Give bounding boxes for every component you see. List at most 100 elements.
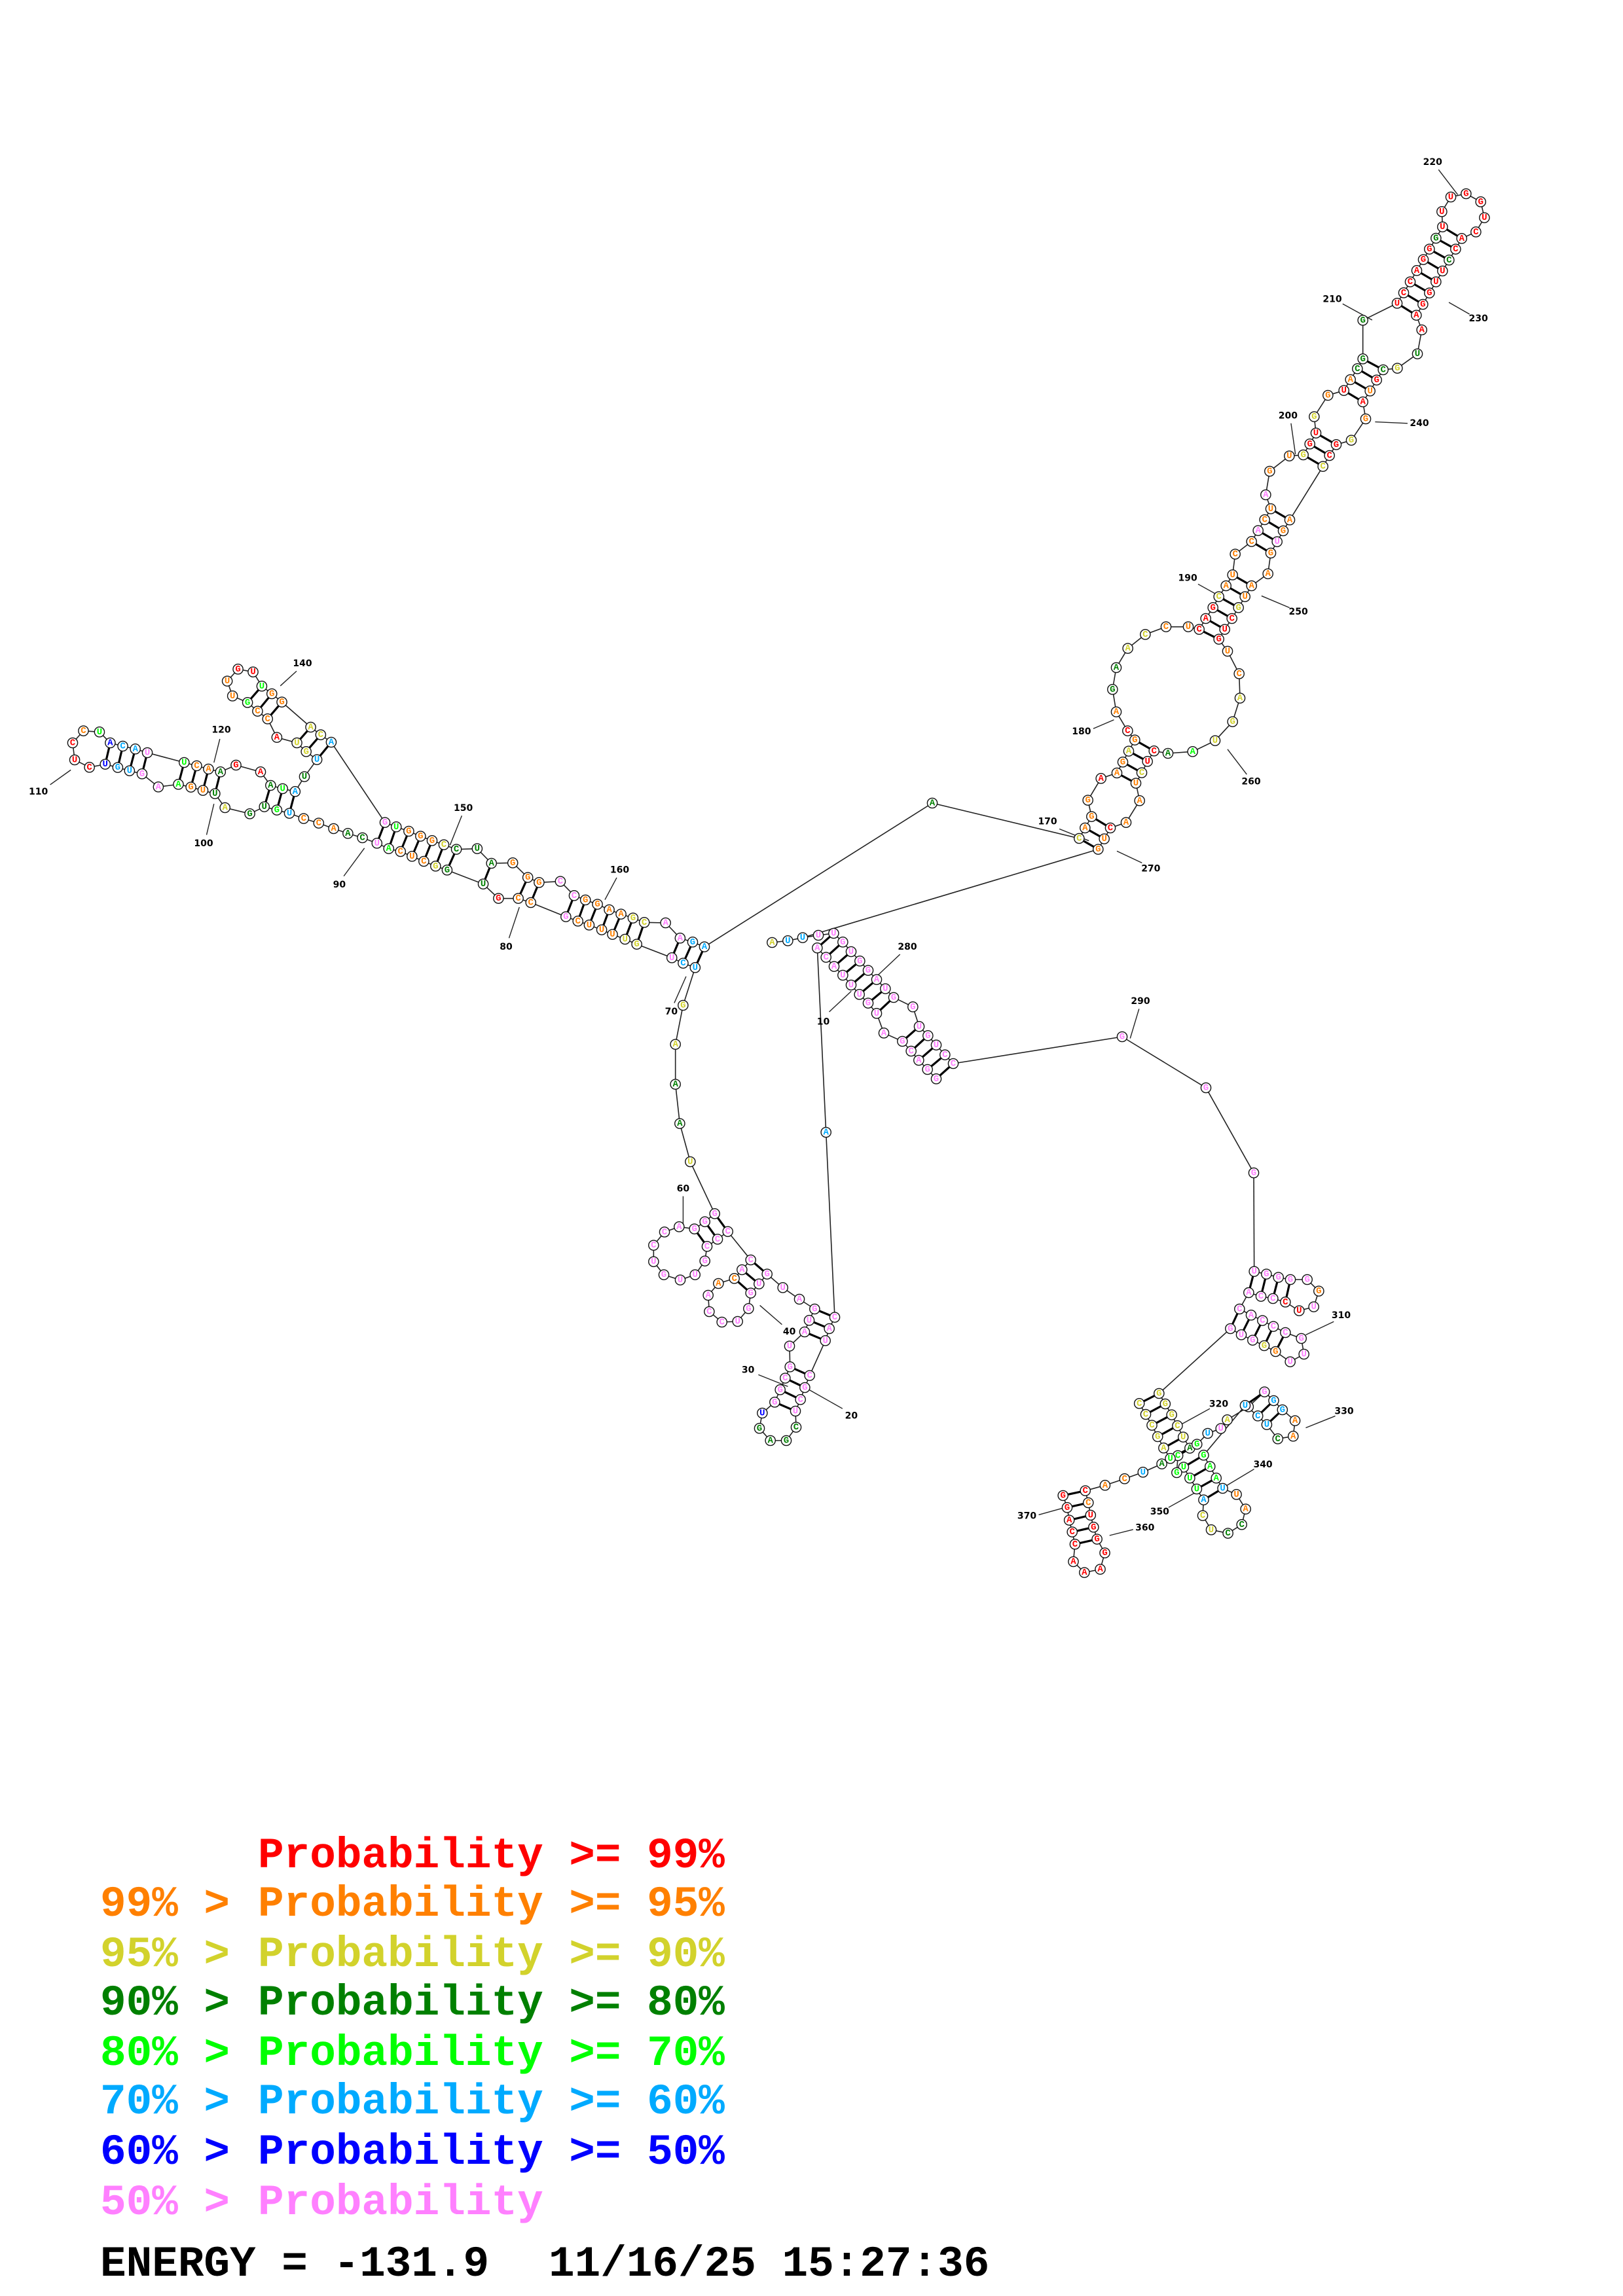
nucleotide-base: G [1262,1387,1267,1397]
nucleotide: G [379,817,391,828]
nucleotide-base: U [1233,1490,1239,1500]
nucleotide-base: G [1427,288,1432,298]
nucleotide: C [1069,1539,1081,1550]
nucleotide: U [820,1335,831,1346]
nucleotide-circle [1437,221,1448,232]
nucleotide: U [1479,212,1490,223]
nucleotide: U [790,1405,801,1417]
nucleotide: U [689,962,701,973]
nucleotide-base: U [1264,1420,1269,1430]
nucleotide-circle [871,1008,883,1019]
nucleotide-circle [271,804,283,816]
nucleotide-base: G [525,872,530,883]
nucleotide-base: G [746,1304,751,1314]
nucleotide: A [1110,706,1122,717]
nucleotide: A [1068,1556,1079,1568]
nucleotide: G [809,1303,820,1315]
nucleotide-circle [1357,396,1368,408]
nucleotide-circle [1088,1522,1099,1533]
nucleotide-base: U [1415,349,1420,359]
nucleotide: G [922,1064,933,1075]
nucleotide-circle [780,1435,792,1446]
nucleotide: C [745,1254,756,1266]
nucleotide: G [1360,413,1372,425]
nucleotide-base: A [1413,310,1419,321]
nucleotide-base: C [421,857,427,867]
nucleotide-circle [926,797,938,809]
nucleotide-base: G [1262,1341,1267,1352]
nucleotide-circle [438,839,450,850]
nucleotide: G [1091,1534,1103,1545]
nucleotide-base: C [1085,1498,1091,1509]
nucleotide-circle [812,929,824,941]
nucleotide: A [1211,1473,1222,1484]
nucleotide-circle [713,1278,724,1289]
nucleotide: A [871,974,883,985]
position-label: 220 [1423,157,1442,168]
nucleotide-circle [1416,324,1427,336]
nucleotide-base: A [1123,817,1129,828]
nucleotide-circle [1222,1414,1233,1426]
nucleotide: U [1239,1400,1251,1411]
nucleotide-circle [1069,1539,1081,1550]
nucleotide-circle [1302,1274,1313,1285]
nucleotide-circle [1260,489,1271,501]
position-label: 290 [1131,996,1150,1007]
nucleotide-circle [845,946,857,958]
nucleotide-circle [1120,817,1132,828]
nucleotide-base: G [1304,1275,1309,1285]
nucleotide: G [1461,188,1472,200]
nucleotide: U [754,1278,765,1289]
nucleotide: U [141,747,153,759]
nucleotide: A [812,942,823,954]
nucleotide-base: G [1174,1468,1179,1479]
nucleotide-circle [775,1384,786,1395]
nucleotide: G [560,911,572,922]
nucleotide-base: U [1439,207,1444,217]
nucleotide-base: G [1132,735,1137,745]
nucleotide: A [1120,817,1132,828]
nucleotide-base: A [1161,1443,1167,1454]
nucleotide-circle [1184,1473,1195,1484]
nucleotide-circle [230,759,242,771]
nucleotide-base: A [1114,768,1120,779]
nucleotide: G [230,759,242,771]
nucleotide-base: U [294,738,299,749]
nucleotide-circle [729,1273,740,1284]
nucleotide: G [769,1397,780,1408]
backbone-link [331,742,386,823]
nucleotide: C [1252,1410,1264,1422]
nucleotide: A [737,1264,748,1276]
nucleotide-circle [395,846,407,857]
nucleotide-base: U [374,838,380,849]
nucleotide: U [913,1021,925,1032]
nucleotide: U [777,1282,788,1293]
nucleotide: U [1437,265,1448,277]
nucleotide-base: G [1300,450,1305,461]
nucleotide: G [897,1035,908,1047]
nucleotide-base: U [856,990,862,1000]
nucleotide-base: C [1401,288,1407,298]
nucleotide: C [638,917,650,928]
position-label-line [213,738,221,763]
nucleotide-base: A [1360,397,1366,408]
nucleotide-base: U [1186,622,1191,632]
position-label: 40 [783,1327,796,1337]
nucleotide-base: U [1268,504,1273,514]
nucleotide-circle [265,780,276,791]
nucleotide-circle [1298,1348,1309,1360]
nucleotide: A [670,1079,681,1090]
position-label: 270 [1141,863,1160,874]
nucleotide: U [1412,348,1423,359]
nucleotide: U [1215,1423,1227,1434]
nucleotide-circle [117,740,128,752]
nucleotide-base: U [314,755,319,765]
nucleotide-base: U [393,822,399,833]
nucleotide-base: A [1207,1462,1213,1472]
nucleotide: G [441,865,453,876]
nucleotide-circle [888,992,900,1003]
nucleotide-base: G [1091,1522,1096,1533]
nucleotide-base: G [1311,412,1317,422]
nucleotide-circle [687,937,699,948]
nucleotide: A [1416,324,1427,336]
